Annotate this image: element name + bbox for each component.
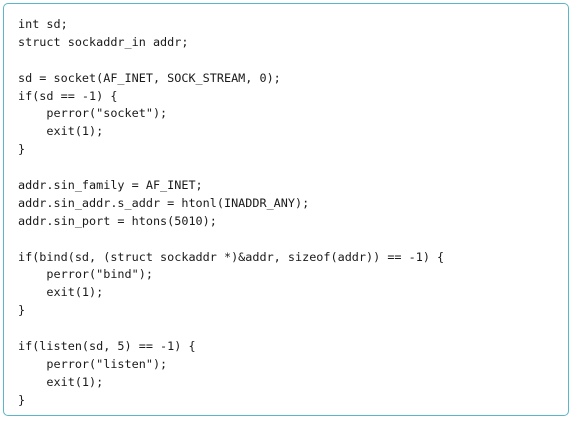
code-line	[18, 159, 444, 177]
code-line: exit(1);	[18, 124, 104, 139]
code-line: if(sd == -1) {	[18, 88, 118, 103]
code-line: perror("listen");	[18, 356, 168, 371]
code-line	[18, 231, 444, 249]
code-line: int sd;	[18, 17, 68, 31]
code-line: addr.sin_port = htons(5010);	[18, 213, 217, 228]
code-line: }	[18, 303, 26, 318]
code-line: addr.sin_addr.s_addr = htonl(INADDR_ANY)…	[18, 195, 310, 210]
code-block: int sd; struct sockaddr_in addr; sd = so…	[3, 3, 569, 416]
code-line: perror("socket");	[18, 106, 168, 121]
code-line: }	[18, 392, 26, 407]
code-lines: int sd; struct sockaddr_in addr; sd = so…	[18, 16, 444, 410]
code-line	[18, 320, 444, 338]
code-line: sd = socket(AF_INET, SOCK_STREAM, 0);	[18, 70, 281, 85]
code-line: }	[18, 142, 26, 157]
code-line: if(bind(sd, (struct sockaddr *)&addr, si…	[18, 249, 445, 264]
code-line: addr.sin_family = AF_INET;	[18, 178, 203, 193]
code-line	[18, 52, 444, 70]
code-line: perror("bind");	[18, 267, 153, 282]
code-line: exit(1);	[18, 285, 104, 300]
code-line: exit(1);	[18, 374, 104, 389]
code-line: struct sockaddr_in addr;	[18, 34, 189, 49]
code-line: if(listen(sd, 5) == -1) {	[18, 339, 196, 354]
